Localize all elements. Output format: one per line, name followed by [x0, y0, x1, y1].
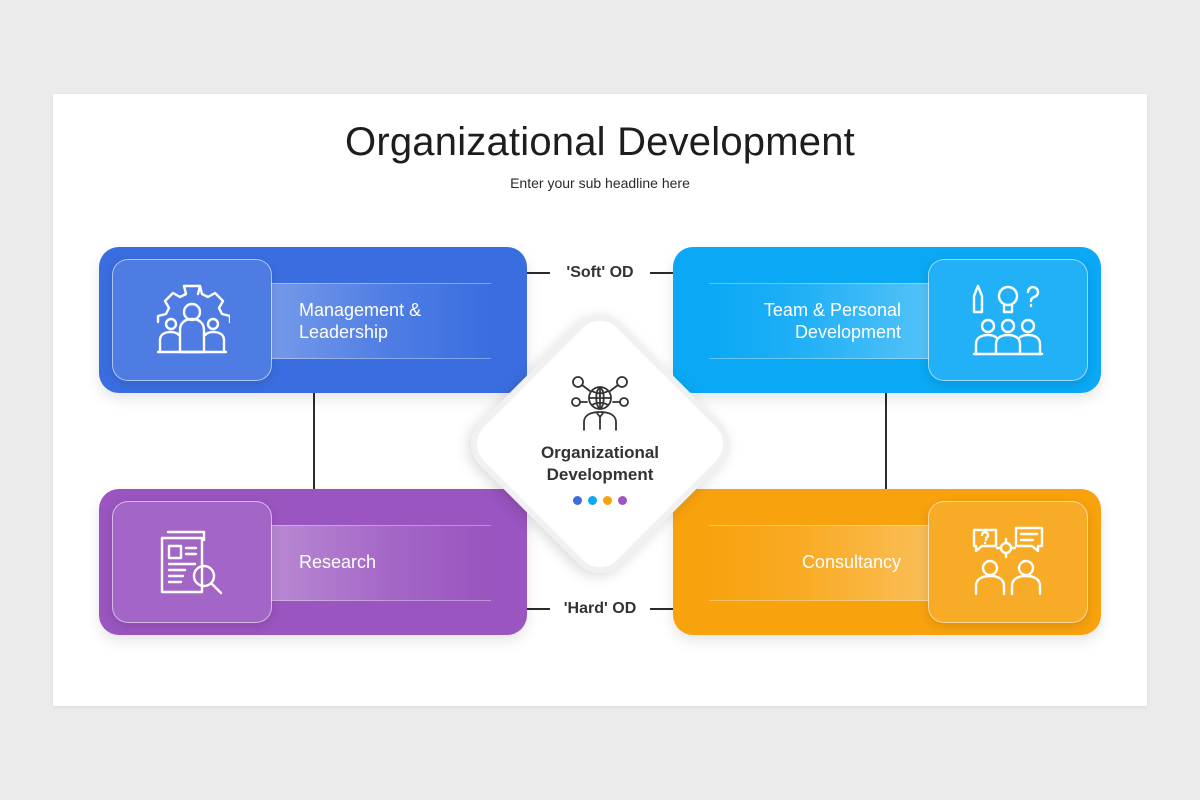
soft-od-label: 'Soft' OD	[566, 264, 634, 281]
glass-strip	[709, 283, 929, 359]
color-dots	[480, 496, 720, 505]
center-title: Organizational Development	[480, 442, 720, 486]
connector-right-vertical	[885, 392, 887, 490]
hard-od-label: 'Hard' OD	[563, 600, 637, 617]
card-label: Consultancy	[733, 551, 901, 573]
card-label-line1: Research	[299, 552, 377, 572]
gear-team-icon	[156, 284, 230, 354]
icon-panel	[112, 501, 272, 623]
global-network-person-icon	[571, 376, 629, 431]
diamond-content: Organizational Development	[480, 324, 720, 564]
card-label-line1: Team & Personal	[763, 300, 901, 320]
card-label: Research	[299, 551, 376, 573]
card-research[interactable]: Research	[99, 489, 527, 635]
glass-strip	[271, 525, 491, 601]
icon-panel	[112, 259, 272, 381]
card-label: Team & Personal Development	[733, 299, 901, 343]
connector-soft-right	[650, 272, 674, 274]
card-management-leadership[interactable]: Management & Leadership	[99, 247, 527, 393]
card-label: Management & Leadership	[299, 299, 421, 343]
page-subtitle: Enter your sub headline here	[510, 175, 690, 191]
center-title-line1: Organizational	[540, 443, 660, 462]
card-label-line2: Leadership	[299, 322, 389, 342]
connector-left-vertical	[313, 392, 315, 490]
card-label-line1: Consultancy	[801, 552, 901, 572]
page-title: Organizational Development	[345, 120, 855, 164]
dot-sky	[588, 496, 597, 505]
card-team-personal-development[interactable]: Team & Personal Development	[673, 247, 1101, 393]
connector-hard-left	[526, 608, 550, 610]
glass-strip	[271, 283, 491, 359]
center-title-line2: Development	[546, 465, 654, 484]
icon-panel	[928, 259, 1088, 381]
icon-panel	[928, 501, 1088, 623]
center-diamond[interactable]: Organizational Development	[458, 302, 742, 586]
glass-strip	[709, 525, 929, 601]
dot-purple	[618, 496, 627, 505]
card-consultancy[interactable]: Consultancy	[673, 489, 1101, 635]
connector-soft-left	[526, 272, 550, 274]
team-ideas-icon	[972, 284, 1044, 356]
document-search-icon	[160, 530, 223, 595]
connector-hard-right	[650, 608, 674, 610]
card-label-line2: Development	[794, 322, 901, 342]
dot-blue	[573, 496, 582, 505]
dot-orange	[603, 496, 612, 505]
consultation-icon	[972, 526, 1044, 596]
card-label-line1: Management &	[299, 300, 422, 320]
